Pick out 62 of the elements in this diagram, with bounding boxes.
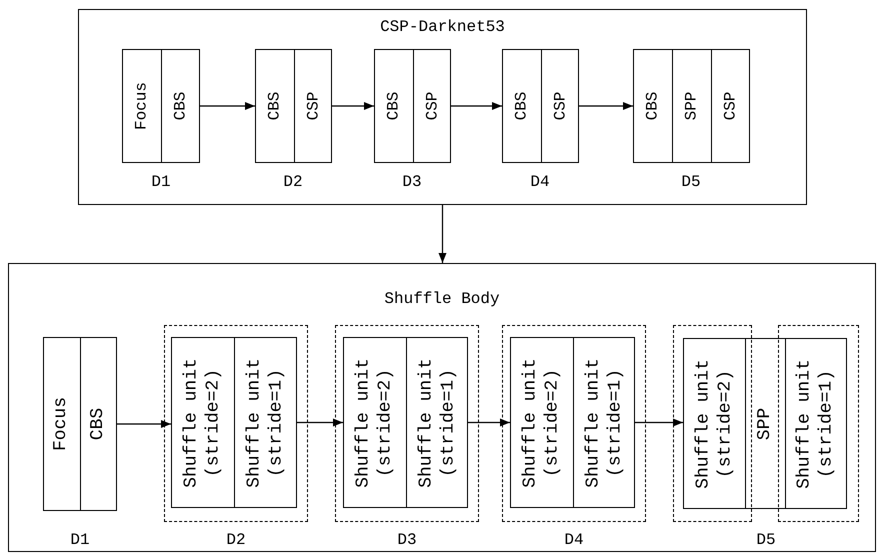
- layer-label: Shuffle unit (stride=1): [416, 356, 458, 490]
- arrow: [332, 102, 374, 110]
- layer-label: CBS: [171, 90, 190, 122]
- layer-label: SPP: [682, 90, 702, 122]
- arrow: [297, 418, 343, 426]
- arrow: [635, 418, 683, 426]
- stage-box: [43, 337, 117, 511]
- layer-label: Shuffle unit (stride=1): [244, 356, 287, 490]
- stage-box: [343, 337, 468, 508]
- panel-title: CSP-Darknet53: [379, 18, 506, 36]
- layer-block: [785, 338, 847, 509]
- stage-box: [171, 337, 297, 508]
- layer-label: CSP: [721, 90, 740, 122]
- stage-label: D2: [226, 531, 246, 549]
- arrow: [117, 420, 171, 428]
- layer-block: [745, 338, 786, 509]
- arrow: [438, 205, 446, 263]
- dashed-group-box: [164, 325, 308, 522]
- stage-label: D5: [681, 173, 701, 191]
- arrow: [451, 102, 502, 110]
- stage-box: [502, 49, 579, 163]
- layer-label: CSP: [304, 90, 323, 122]
- stage-label: D1: [70, 531, 90, 549]
- stage-label: D3: [397, 531, 417, 549]
- network-panel: [78, 9, 807, 205]
- panel-title: Shuffle Body: [383, 290, 501, 308]
- layer-label: CSP: [550, 90, 570, 122]
- stage-label: D3: [402, 173, 422, 191]
- layer-label: Shuffle unit (stride=2): [352, 356, 396, 490]
- layer-label: CBS: [512, 90, 531, 122]
- layer-label: SPP: [754, 406, 776, 442]
- stage-label: D1: [151, 173, 171, 191]
- stage-box: [255, 49, 332, 163]
- layer-label: CBS: [88, 406, 110, 442]
- layer-label: Shuffle unit (stride=2): [180, 356, 224, 490]
- layer-label: Shuffle unit (stride=1): [794, 358, 837, 490]
- layer-label: Shuffle unit (stride=2): [520, 356, 562, 490]
- stage-box: [633, 49, 750, 163]
- stage-label: D4: [530, 173, 550, 191]
- stage-box: [122, 49, 200, 163]
- dashed-group-box: [673, 325, 752, 522]
- layer-label: Focus: [132, 81, 151, 132]
- layer-label: Focus: [50, 396, 72, 454]
- stage-label: D2: [283, 173, 303, 191]
- arrow: [468, 418, 510, 426]
- stage-label: D5: [756, 531, 776, 549]
- stage-label: D4: [564, 531, 584, 549]
- layer-label: CBS: [384, 90, 403, 122]
- layer-label: CBS: [642, 90, 662, 122]
- network-panel: [8, 263, 876, 552]
- layer-label: CSP: [422, 90, 442, 122]
- dashed-group-box: [335, 325, 479, 522]
- stage-box: [374, 49, 451, 163]
- arrow: [579, 102, 633, 110]
- layer-block: [683, 338, 746, 509]
- layer-label: CBS: [264, 90, 284, 122]
- arrow: [200, 102, 255, 110]
- dashed-group-box: [778, 325, 859, 522]
- stage-box: [510, 337, 635, 508]
- layer-label: Shuffle unit (stride=2): [692, 358, 736, 490]
- layer-label: Shuffle unit (stride=1): [582, 356, 626, 490]
- dashed-group-box: [502, 325, 646, 522]
